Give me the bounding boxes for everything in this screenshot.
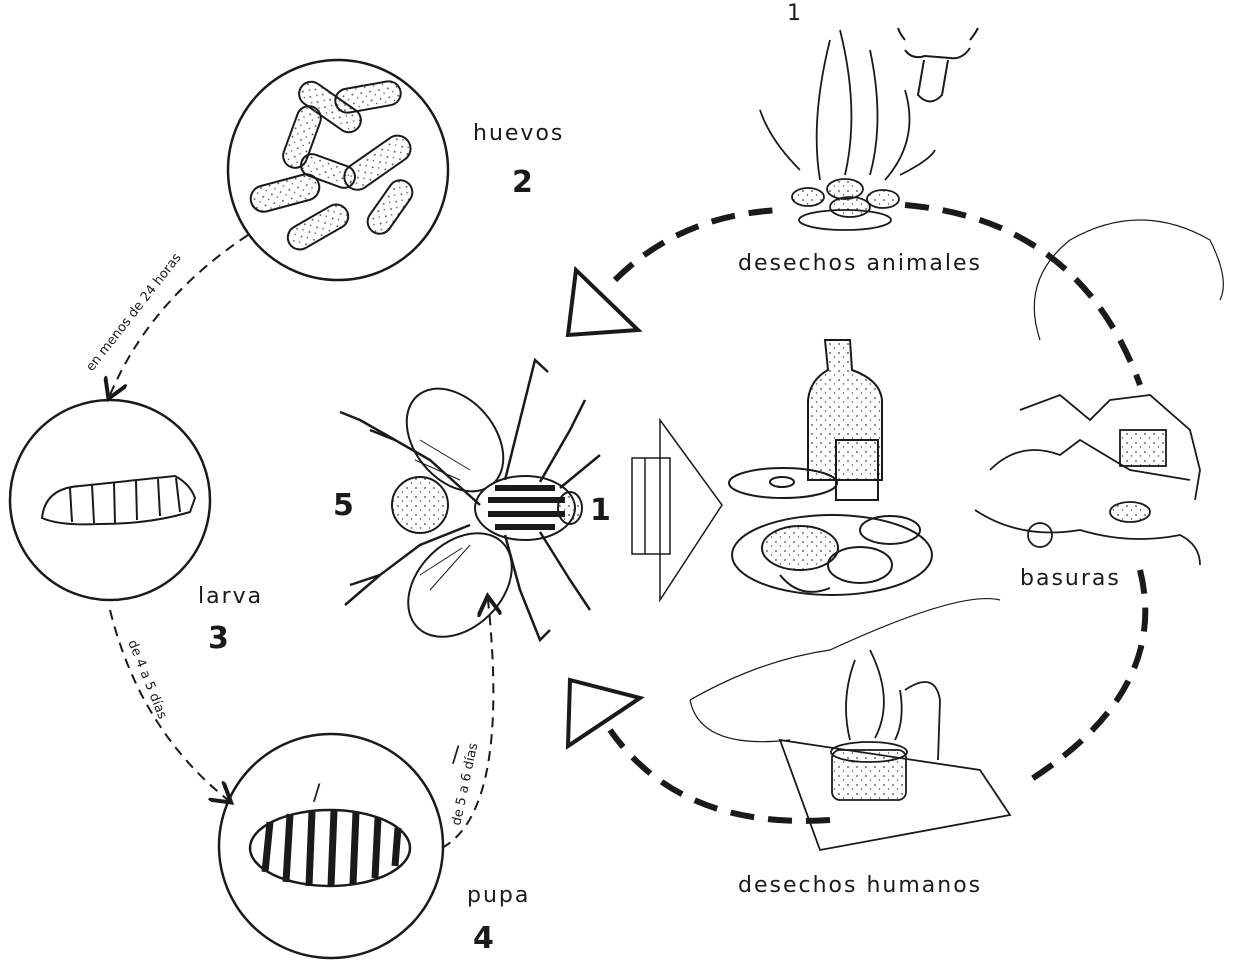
- pupa-icon: [250, 810, 410, 886]
- larva-label: larva: [198, 584, 263, 609]
- adult-fly: 5: [333, 360, 600, 657]
- food-icon: [729, 340, 932, 595]
- larva-circle: [10, 400, 210, 600]
- flight-path: [1034, 220, 1223, 340]
- garbage-source: basuras: [975, 220, 1223, 591]
- eggs-number: 2: [512, 165, 533, 200]
- animal-waste-source: 1 desechos animales: [738, 1, 982, 276]
- garbage-label: basuras: [1020, 566, 1121, 591]
- fly-icon: [340, 360, 600, 657]
- fly-to-food-arrow: [632, 420, 722, 600]
- pupa-mark: /: [313, 781, 322, 806]
- eggs-label: huevos: [473, 121, 564, 146]
- bottom-direction-triangle: [568, 680, 640, 746]
- flight-path: [690, 599, 1000, 742]
- top-direction-triangle: [568, 270, 638, 335]
- pupa-number: 4: [473, 921, 494, 956]
- adult-number: 5: [333, 488, 354, 523]
- pupa-arrow-mark: /: [452, 743, 461, 768]
- pupa-stage: / pupa 4: [219, 734, 530, 958]
- fly-to-food-marker: 1: [590, 493, 611, 528]
- eggs-icon: [248, 77, 417, 254]
- larva-number: 3: [208, 621, 229, 656]
- larva-icon: [42, 476, 195, 524]
- smoke-marker: 1: [787, 1, 803, 26]
- human-waste-label: desechos humanos: [738, 873, 982, 898]
- garbage-icon: [975, 395, 1200, 565]
- larva-to-pupa-label: de 4 a 5 días: [124, 638, 169, 722]
- contamination-cycle: [610, 205, 1145, 821]
- pupa-label: pupa: [467, 883, 530, 908]
- eggs-to-larva-label: en menos de 24 horas: [83, 250, 185, 374]
- animal-waste-icon: [760, 30, 935, 230]
- cow-head-icon: [898, 28, 978, 102]
- life-cycle-arrows: [110, 235, 493, 848]
- eggs-stage: huevos 2: [228, 60, 564, 280]
- animal-waste-label: desechos animales: [738, 251, 982, 276]
- human-waste-source: desechos humanos: [690, 599, 1010, 898]
- larva-stage: larva 3: [10, 400, 263, 656]
